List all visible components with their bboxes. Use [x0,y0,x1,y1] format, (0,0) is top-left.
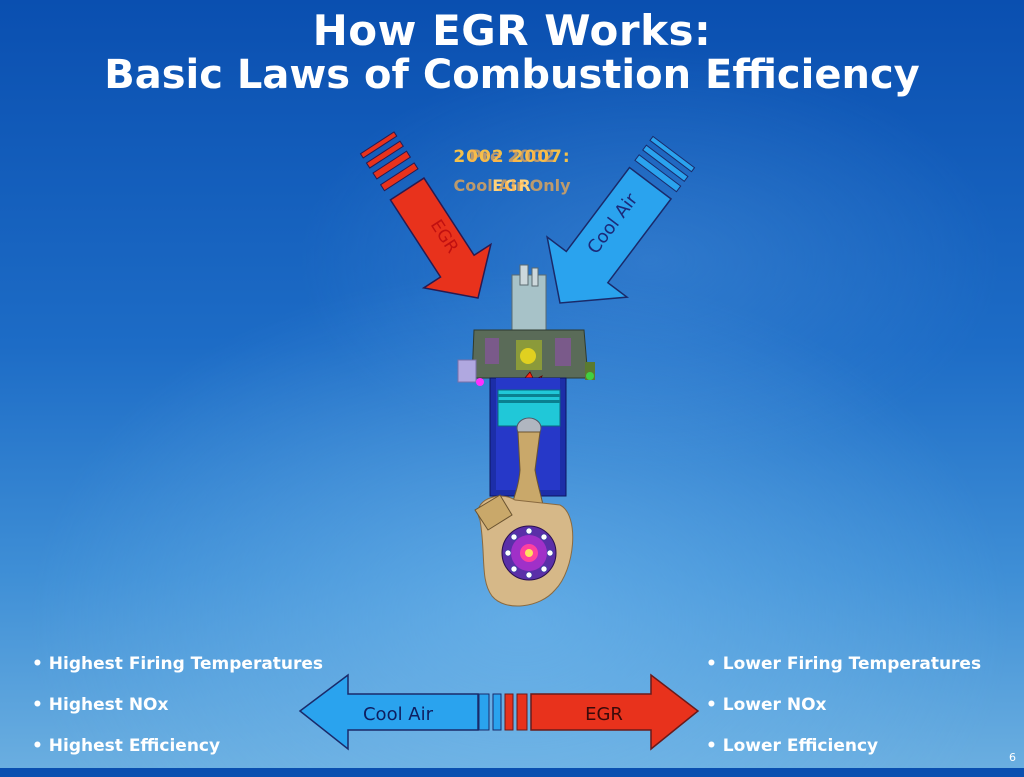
bullet-item: • Lower NOx [706,695,827,715]
year-overlay-sublabel: Cool Air Only [453,176,571,195]
cool-air-egr-scale: Cool Air EGR [298,673,700,751]
engine-cutaway [457,264,595,607]
year-overlay-label: Pre 2002 [469,147,555,167]
bullet-item: • Highest NOx [32,695,169,715]
bullet-item: • Highest Efficiency [32,736,221,756]
year-label: 2002 2007: [453,147,571,167]
scale-egr-label: EGR [585,704,623,725]
cool-air-scale-arrow [298,673,479,751]
right-bullet-list: • Lower Firing Temperatures • Lower NOx … [706,654,981,777]
cool-air-intake-arrow: Cool Air [546,135,696,304]
bullet-item: • Highest Firing Temperatures [32,654,324,674]
scale-cool-air-label: Cool Air [363,704,434,725]
slide-number: 6 [1009,751,1016,764]
slide-title-line1: How EGR Works: [312,6,712,55]
bullet-item: • Lower Efficiency [706,736,879,756]
left-bullet-list: • Highest Firing Temperatures • Highest … [32,654,323,777]
bullet-item: • Lower Firing Temperatures [706,654,982,674]
year-sublabel: EGR [492,176,532,195]
slide-title-line2: Basic Laws of Combustion Efficiency [104,52,920,98]
egr-intake-arrow: EGR [359,131,493,299]
egr-scale-arrow [530,673,700,751]
